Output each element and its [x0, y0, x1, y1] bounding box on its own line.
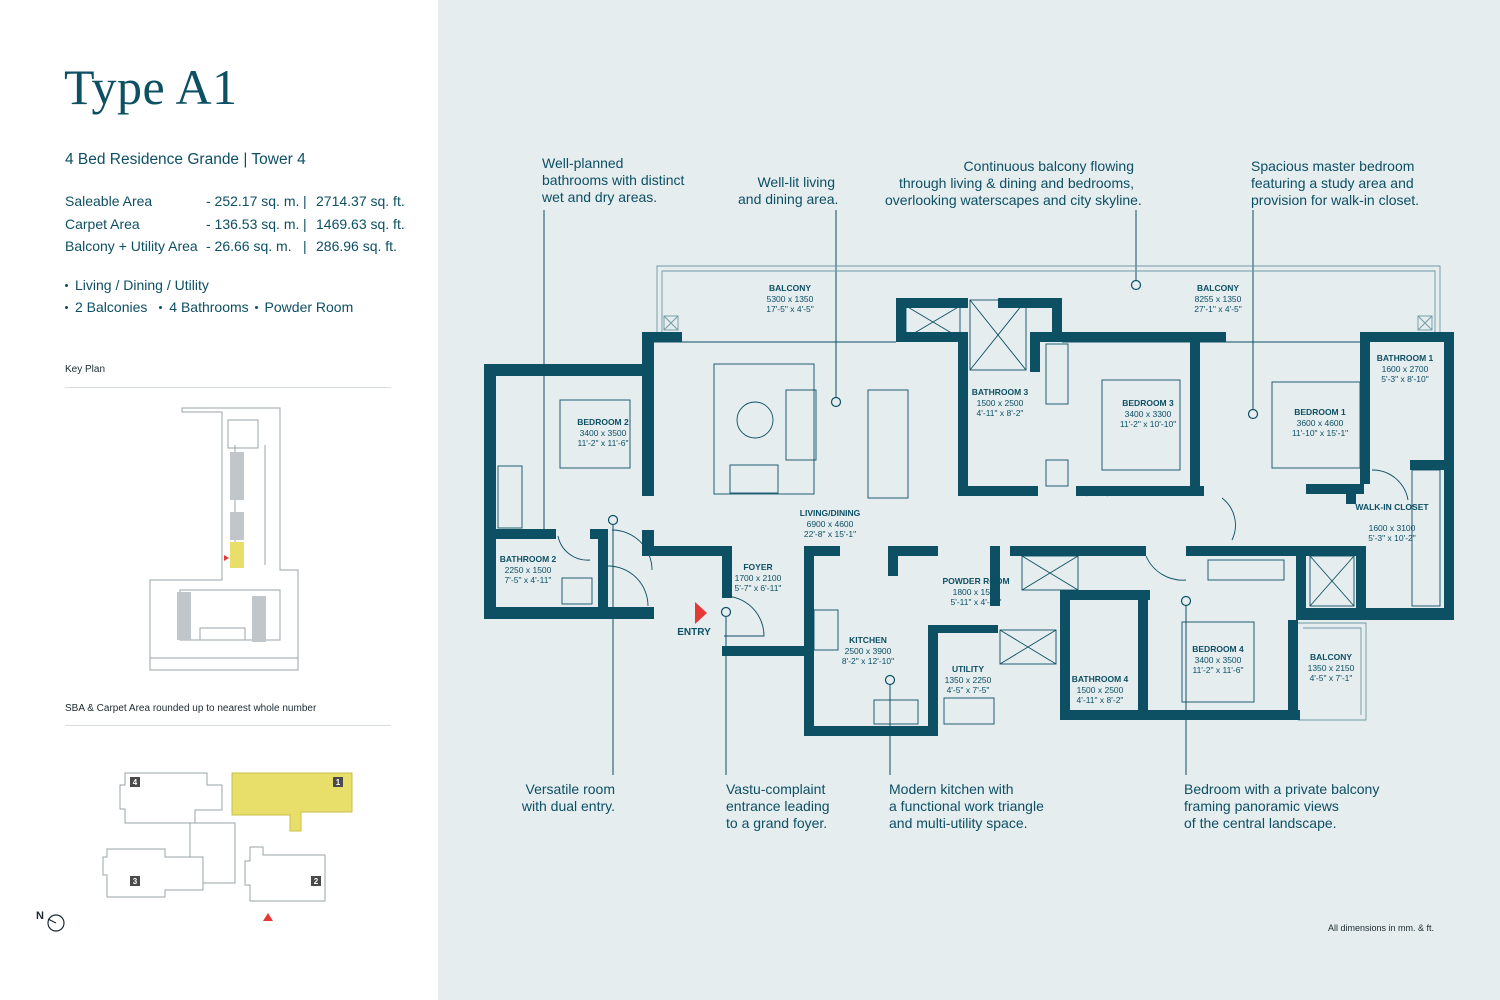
room-dimension-mm: 1500 x 2500 [1077, 685, 1124, 695]
entry-arrow-icon [695, 602, 707, 624]
tower-plan: 1 2 3 4 [102, 772, 353, 921]
room-name: WALK-IN CLOSET [1355, 502, 1429, 512]
room-dimension-mm: 8255 x 1350 [1195, 294, 1242, 304]
room-dimension-ft: 11'-2" x 10'-10" [1120, 419, 1176, 429]
walls [484, 298, 1454, 736]
room-dimension-mm: 1600 x 2700 [1382, 364, 1429, 374]
divider [65, 387, 391, 388]
room-dimension-ft: 7'-5" x 4'-11" [505, 575, 552, 585]
highlighted-tower [230, 542, 244, 568]
room-dimension-mm: 1600 x 3100 [1369, 523, 1416, 533]
key-plan-site [149, 407, 299, 671]
info-panel: Type A1 4 Bed Residence Grande | Tower 4… [0, 0, 438, 1000]
room-name: KITCHEN [849, 635, 887, 645]
compass-icon [47, 914, 65, 932]
room-name: BALCONY [1197, 283, 1239, 293]
room-dimension-ft: 11'-10" x 15'-1" [1292, 428, 1348, 438]
list-item: 4 Bathrooms [169, 299, 249, 315]
entry-marker-icon [263, 913, 273, 921]
key-plan-label: Key Plan [65, 364, 106, 375]
unit-subtitle: 4 Bed Residence Grande | Tower 4 [65, 151, 306, 168]
room-dimension-ft: 17'-5" x 4'-5" [766, 304, 814, 314]
room-name: BATHROOM 3 [972, 387, 1029, 397]
table-row: Saleable Area - 252.17 sq. m. | 2714.37 … [65, 193, 405, 210]
room-name: BATHROOM 1 [1377, 353, 1434, 363]
room-dimension-mm: 1500 x 2500 [977, 398, 1024, 408]
room-dimension-ft: 11'-2" x 11'-6" [1192, 665, 1243, 675]
room-dimension-mm: 3400 x 3300 [1125, 409, 1172, 419]
room-dimension-ft: 11'-2" x 11'-6" [577, 438, 628, 448]
tower-number: 1 [336, 778, 341, 787]
room-dimension-mm: 3400 x 3500 [580, 428, 627, 438]
list-item: Living / Dining / Utility [75, 277, 209, 293]
room-dimension-mm: 1700 x 2100 [735, 573, 782, 583]
highlighted-unit [231, 772, 353, 832]
room-dimension-ft: 5'-3" x 10'-2" [1368, 533, 1416, 543]
room-dimension-mm: 5300 x 1350 [767, 294, 814, 304]
tower-number: 3 [133, 877, 138, 886]
list-item: Powder Room [264, 299, 354, 315]
room-name: BATHROOM 4 [1072, 674, 1129, 684]
floor-plan-panel [438, 0, 1500, 1000]
room-dimension-ft: 4'-5" x 7'-5" [947, 685, 990, 695]
room-name: LIVING/DINING [800, 508, 861, 518]
room-dimension-ft: 27'-1" x 4'-5" [1194, 304, 1242, 314]
table-row: Carpet Area - 136.53 sq. m. | 1469.63 sq… [65, 215, 405, 232]
room-dimension-mm: 1350 x 2250 [945, 675, 992, 685]
tower-number: 2 [314, 877, 319, 886]
room-dimension-ft: 5'-7" x 6'-11" [735, 583, 782, 593]
room-name: BALCONY [769, 283, 811, 293]
room-dimension-ft: 4'-11" x 8'-2" [1077, 695, 1124, 705]
divider [65, 725, 391, 726]
list-item: 2 Balconies [75, 299, 148, 315]
room-dimension-mm: 3400 x 3500 [1195, 655, 1242, 665]
room-name: BEDROOM 3 [1122, 398, 1174, 408]
room-dimension-mm: 1800 x 1500 [953, 587, 1000, 597]
feature-list: Living / Dining / Utility 2 Balconies 4 … [65, 274, 353, 318]
room-dimension-mm: 2500 x 3900 [845, 646, 892, 656]
room-name: BATHROOM 2 [500, 554, 557, 564]
room-dimension-mm: 6900 x 4600 [807, 519, 854, 529]
room-dimension-mm: 1350 x 2150 [1308, 663, 1355, 673]
room-name: POWDER ROOM [942, 576, 1009, 586]
entry-label: ENTRY [677, 627, 711, 638]
room-dimension-ft: 8'-2" x 12'-10" [842, 656, 894, 666]
table-row: Balcony + Utility Area - 26.66 sq. m. | … [65, 238, 397, 255]
area-table: Saleable Area - 252.17 sq. m. | 2714.37 … [65, 190, 405, 258]
room-dimension-mm: 3600 x 4600 [1297, 418, 1344, 428]
room-name: BALCONY [1310, 652, 1352, 662]
room-name: BEDROOM 2 [577, 417, 629, 427]
rounding-note: SBA & Carpet Area rounded up to nearest … [65, 703, 317, 714]
room-dimension-ft: 4'-5" x 7'-1" [1310, 673, 1353, 683]
room-dimension-mm: 2250 x 1500 [505, 565, 552, 575]
room-name: BEDROOM 1 [1294, 407, 1346, 417]
room-dimension-ft: 22'-8" x 15'-1" [804, 529, 856, 539]
room-dimension-ft: 5'-11" x 4'-11" [950, 597, 1001, 607]
room-name: FOYER [743, 562, 772, 572]
north-label: N [36, 910, 44, 922]
entry-marker-icon [224, 555, 229, 561]
tower-number: 4 [133, 778, 138, 787]
room-name: UTILITY [952, 664, 984, 674]
page-title: Type A1 [64, 59, 238, 115]
room-labels: BALCONY 5300 x 1350 17'-5" x 4'-5" BALCO… [500, 283, 1434, 705]
room-name: BEDROOM 4 [1192, 644, 1244, 654]
room-dimension-ft: 5'-3" x 8'-10" [1381, 374, 1429, 384]
dimension-note: All dimensions in mm. & ft. [1328, 923, 1435, 933]
room-dimension-ft: 4'-11" x 8'-2" [977, 408, 1024, 418]
